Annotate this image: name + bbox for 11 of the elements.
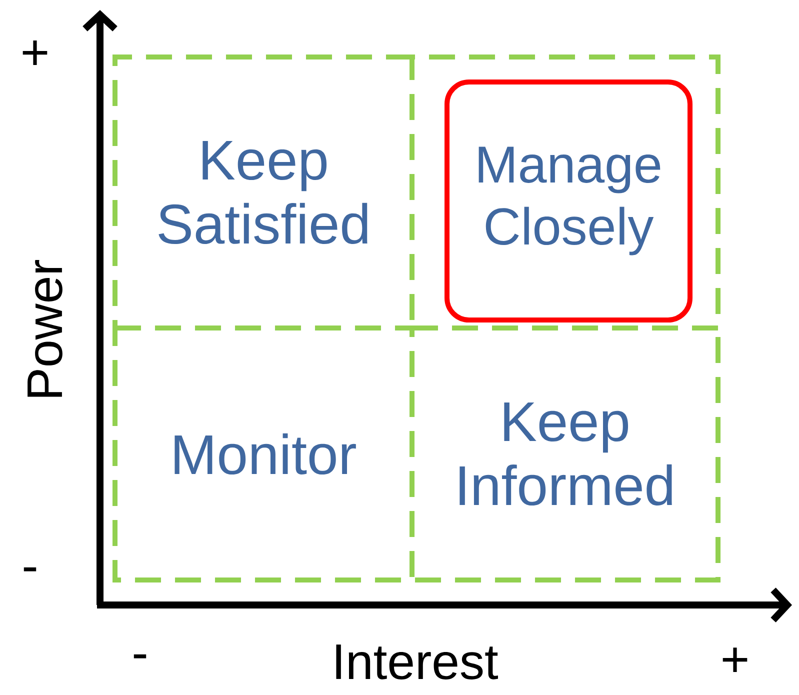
axis-label: + [722, 648, 748, 672]
quadrant-box [410, 54, 721, 330]
axis-label: + [22, 40, 48, 66]
axis-label: - [134, 654, 146, 658]
axis-label: - [24, 567, 36, 572]
quadrant-label: Monitor [174, 433, 356, 475]
quadrant-label: Keep Informed [460, 402, 672, 506]
axis-label: Interest [336, 644, 498, 680]
axis-label: Power [28, 260, 62, 397]
rounded-box: Manage Closely [444, 80, 692, 322]
quadrant-label: Keep Satisfied [158, 140, 368, 244]
